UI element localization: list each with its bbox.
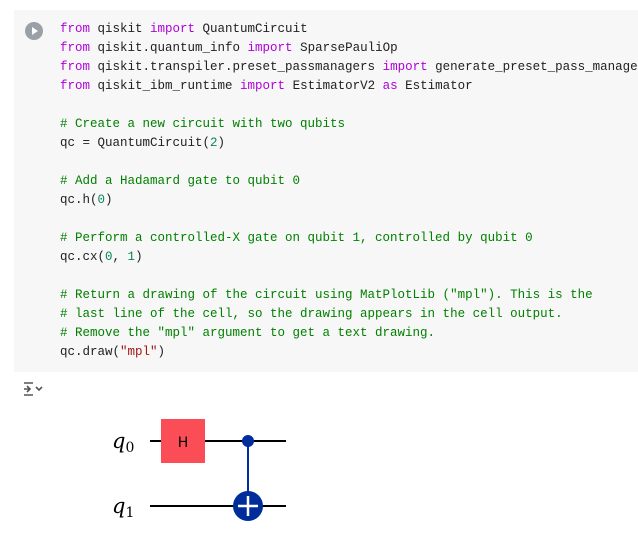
code-line-8 bbox=[60, 153, 638, 172]
output-options-button[interactable] bbox=[22, 380, 44, 398]
code-line-18: qc.draw("mpl") bbox=[60, 345, 166, 359]
run-cell-button[interactable] bbox=[25, 22, 43, 40]
code-line-15: # Return a drawing of the circuit using … bbox=[60, 288, 593, 302]
code-cell[interactable] bbox=[14, 10, 638, 372]
code-line-6: # Create a new circuit with two qubits bbox=[60, 117, 346, 131]
output-options-icon bbox=[24, 382, 43, 396]
qubit-0-label: q0 bbox=[112, 429, 134, 456]
code-line-16: # last line of the cell, so the drawing … bbox=[60, 307, 563, 321]
code-line-3: from qiskit.transpiler.preset_passmanage… bbox=[60, 60, 638, 74]
code-line-14 bbox=[60, 267, 638, 286]
code-line-4: from qiskit_ibm_runtime import Estimator… bbox=[60, 79, 473, 93]
code-line-10: qc.h(0) bbox=[60, 193, 113, 207]
circuit-diagram: q0 q1 H bbox=[112, 419, 286, 521]
hadamard-gate bbox=[161, 419, 205, 463]
cx-control-dot bbox=[242, 435, 254, 447]
code-line-17: # Remove the "mpl" argument to get a tex… bbox=[60, 326, 436, 340]
code-line-12: # Perform a controlled-X gate on qubit 1… bbox=[60, 231, 533, 245]
code-line-11 bbox=[60, 210, 638, 229]
code-line-9: # Add a Hadamard gate to qubit 0 bbox=[60, 174, 301, 188]
hadamard-gate-label: H bbox=[178, 435, 189, 451]
code-line-7: qc = QuantumCircuit(2) bbox=[60, 136, 226, 150]
code-editor[interactable]: from qiskit import QuantumCircuit from qi… bbox=[60, 20, 638, 362]
play-circle-icon bbox=[32, 27, 38, 35]
code-line-13: qc.cx(0, 1) bbox=[60, 250, 143, 264]
qubit-1-label: q1 bbox=[112, 494, 134, 521]
cx-target-plus bbox=[238, 496, 258, 516]
code-line-5 bbox=[60, 96, 638, 115]
code-line-1: from qiskit import QuantumCircuit bbox=[60, 22, 308, 36]
code-line-2: from qiskit.quantum_info import SparsePa… bbox=[60, 41, 398, 55]
